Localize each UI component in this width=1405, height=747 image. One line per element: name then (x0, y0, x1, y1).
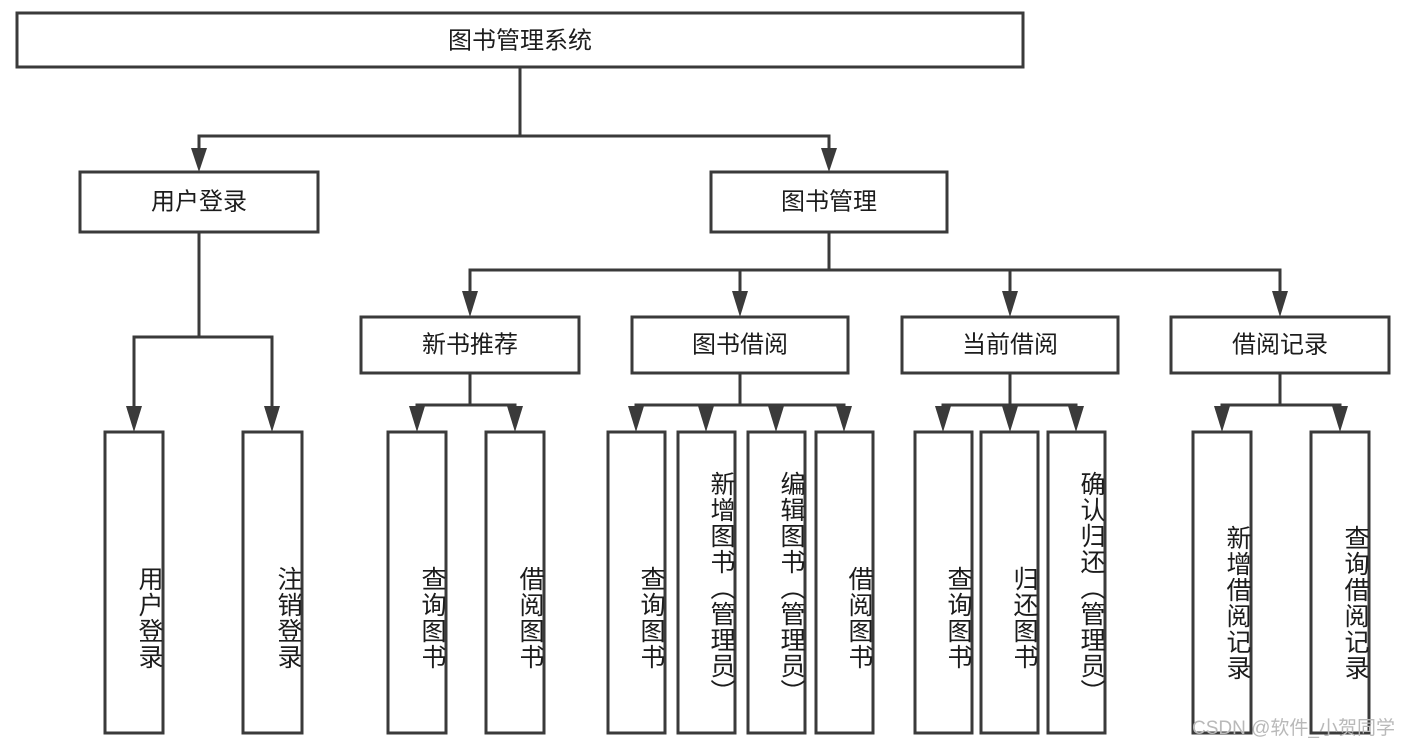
connector-group-book-borrow (628, 371, 852, 432)
node-new-book-rec[interactable]: 新书推荐 (359, 315, 581, 375)
node-new-book-rec-label: 新书推荐 (422, 331, 518, 358)
arrow-head-borrow-book-2 (836, 406, 852, 432)
node-book-mgmt-label: 图书管理 (781, 188, 877, 215)
node-book-borrow-label: 图书借阅 (692, 331, 788, 358)
arrow-head-new-book-rec (462, 291, 478, 317)
arrow-head-current-borrow (1002, 291, 1018, 317)
arrow-head-return-book (1002, 406, 1018, 432)
arrow-head-book-mgmt (821, 148, 837, 172)
arrow-head-book-borrow (732, 291, 748, 317)
connector-group-root (191, 65, 837, 172)
arrow-head-borrow-record (1272, 291, 1288, 317)
connector-group-new-book-rec (409, 371, 523, 432)
arrow-head-leaf-user-login (126, 406, 142, 432)
leaf-box-add-book[interactable] (676, 430, 737, 735)
node-borrow-record-label: 借阅记录 (1232, 331, 1328, 358)
arrow-head-query-book-1 (409, 406, 425, 432)
arrow-head-add-record (1214, 406, 1230, 432)
connector-group-book-mgmt (462, 230, 1288, 317)
arrow-head-edit-book (768, 406, 784, 432)
connector-group-borrow-record (1214, 371, 1348, 432)
node-book-borrow[interactable]: 图书借阅 (630, 315, 850, 375)
leaf-box-user-login[interactable] (103, 430, 165, 735)
leaf-box-edit-book[interactable] (746, 430, 807, 735)
leaf-box-borrow-book-1[interactable] (484, 430, 546, 735)
node-current-borrow-box[interactable] (900, 315, 1120, 375)
leaf-box-add-record[interactable] (1191, 430, 1253, 735)
leaf-boxes (103, 430, 1371, 735)
node-root[interactable]: 图书管理系统 (15, 11, 1025, 69)
leaf-box-query-record[interactable] (1309, 430, 1371, 735)
arrow-head-query-book-3 (935, 406, 951, 432)
arrow-head-query-book-2 (628, 406, 644, 432)
arrow-head-borrow-book-1 (507, 406, 523, 432)
node-book-mgmt-box[interactable] (709, 170, 949, 234)
node-borrow-record-box[interactable] (1169, 315, 1391, 375)
leaf-box-return-book[interactable] (979, 430, 1040, 735)
arrow-head-leaf-logout (264, 406, 280, 432)
node-current-borrow[interactable]: 当前借阅 (900, 315, 1120, 375)
arrow-head-confirm-return (1068, 406, 1084, 432)
node-user-login[interactable]: 用户登录 (78, 170, 320, 234)
node-borrow-record[interactable]: 借阅记录 (1169, 315, 1391, 375)
node-user-login-box[interactable] (78, 170, 320, 234)
arrow-head-add-book (698, 406, 714, 432)
leaf-box-borrow-book-2[interactable] (814, 430, 875, 735)
node-book-mgmt[interactable]: 图书管理 (709, 170, 949, 234)
node-current-borrow-label: 当前借阅 (962, 331, 1058, 358)
node-root-box[interactable] (15, 11, 1025, 69)
leaf-box-query-book-1[interactable] (386, 430, 448, 735)
node-new-book-rec-box[interactable] (359, 315, 581, 375)
connector-group-user-login (126, 230, 280, 432)
node-book-borrow-box[interactable] (630, 315, 850, 375)
arrow-head-query-record (1332, 406, 1348, 432)
arrow-head-user-login (191, 148, 207, 172)
connector-group-current-borrow (935, 371, 1084, 432)
leaf-box-query-book-3[interactable] (913, 430, 974, 735)
csdn-watermark: CSDN @软件_小贺同学 (1192, 718, 1395, 739)
leaf-box-confirm-return[interactable] (1046, 430, 1107, 735)
node-user-login-label: 用户登录 (151, 188, 247, 215)
leaf-box-logout[interactable] (241, 430, 304, 735)
leaf-box-query-book-2[interactable] (606, 430, 667, 735)
node-root-label: 图书管理系统 (448, 27, 592, 54)
